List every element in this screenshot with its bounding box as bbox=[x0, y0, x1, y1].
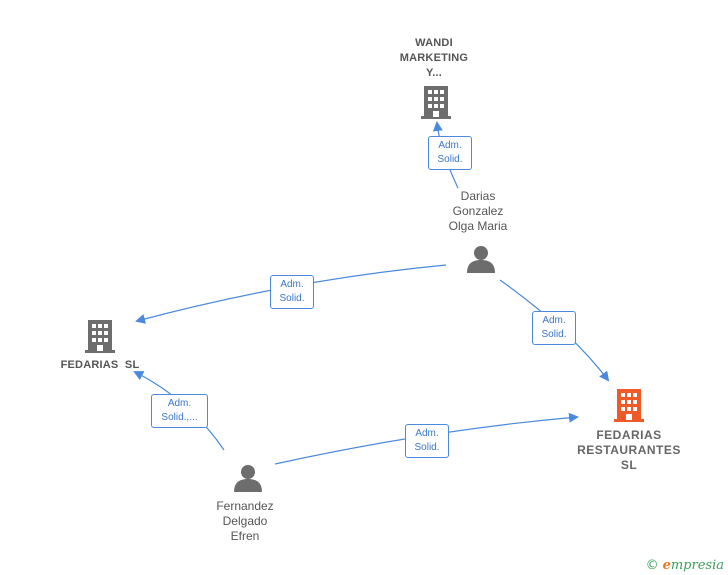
brand-initial: e bbox=[662, 558, 671, 573]
empresia-credit[interactable]: ©empresia bbox=[646, 558, 724, 573]
person-icon[interactable] bbox=[232, 462, 264, 494]
edge-label-darias-restaurantes[interactable]: Adm. Solid. bbox=[532, 311, 576, 345]
node-label-fernandez[interactable]: Fernandez Delgado Efren bbox=[216, 499, 274, 543]
building-icon[interactable] bbox=[613, 387, 645, 423]
edge-label-fernandez-fedarias[interactable]: Adm. Solid.,... bbox=[151, 394, 208, 428]
node-label-fedarias[interactable]: FEDARIAS SL bbox=[60, 359, 140, 371]
edge-label-fernandez-restaurantes[interactable]: Adm. Solid. bbox=[405, 424, 449, 458]
node-label-wandi[interactable]: WANDI MARKETING Y... bbox=[399, 37, 469, 79]
edge-label-darias-wandi[interactable]: Adm. Solid. bbox=[428, 136, 472, 170]
node-label-fedarias-restaurantes[interactable]: FEDARIAS RESTAURANTES SL bbox=[577, 428, 681, 472]
building-icon[interactable] bbox=[420, 84, 452, 120]
copyright-icon: © bbox=[645, 558, 659, 573]
building-icon[interactable] bbox=[84, 318, 116, 354]
person-icon[interactable] bbox=[465, 243, 497, 275]
edge-label-darias-fedarias[interactable]: Adm. Solid. bbox=[270, 275, 314, 309]
brand-name: mpresia bbox=[670, 558, 724, 573]
node-label-darias[interactable]: Darias Gonzalez Olga Maria bbox=[448, 189, 508, 233]
